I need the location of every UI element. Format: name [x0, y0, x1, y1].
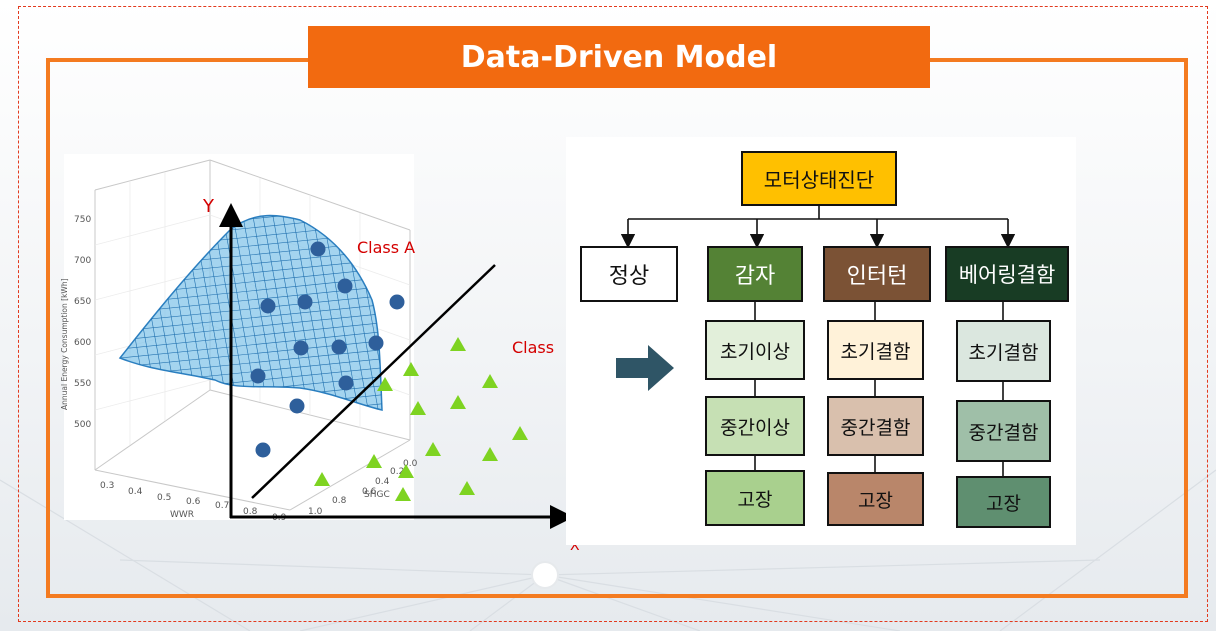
group-header-interturn: 인터턴 — [823, 246, 931, 302]
shgc-tick: 0.6 — [362, 487, 377, 497]
class-b-point — [410, 401, 426, 415]
wwr-tick: 0.4 — [128, 487, 143, 497]
class-a-point — [331, 339, 347, 355]
wwr-tick: 0.6 — [186, 497, 201, 507]
x-axis-letter: X — [570, 538, 580, 554]
class-b-point — [395, 487, 411, 501]
shgc-axis-label: SHGC — [364, 490, 390, 500]
shgc-tick: 0.4 — [375, 477, 390, 487]
class-b-point — [512, 426, 528, 440]
z-tick: 650 — [74, 297, 91, 307]
class-b-point — [403, 362, 419, 376]
z-axis-label: Annual Energy Consumption [kWh] — [60, 278, 69, 410]
class-a-point — [389, 294, 405, 310]
class-b-point — [425, 442, 441, 456]
bearing-item-fault: 고장 — [956, 476, 1051, 528]
class-b-point — [398, 464, 414, 478]
outer-dashed-border — [18, 6, 1208, 622]
group-header-gamja: 감자 — [707, 246, 803, 302]
gamja-item-mid: 중간이상 — [705, 396, 805, 456]
y-axis-letter: Y — [202, 196, 215, 217]
bearing-item-early: 초기결함 — [956, 320, 1051, 382]
class-b-point — [482, 447, 498, 461]
surface-mesh — [118, 214, 383, 411]
class-a-point — [250, 368, 266, 384]
class-b-point — [482, 374, 498, 388]
gamja-item-early: 초기이상 — [705, 320, 805, 380]
class-a-point — [368, 335, 384, 351]
tree-root: 모터상태진단 — [741, 151, 897, 206]
bearing-item-mid: 중간결함 — [956, 400, 1051, 462]
class-b-point — [377, 377, 393, 391]
interturn-item-early: 초기결함 — [827, 320, 924, 380]
right-arrow-icon — [616, 345, 674, 391]
class-a-point — [293, 340, 309, 356]
group-header-bearing: 베어링결함 — [945, 246, 1069, 302]
gamja-item-fault: 고장 — [705, 470, 805, 526]
shgc-tick: 1.0 — [308, 507, 323, 517]
wwr-tick: 0.7 — [215, 501, 229, 511]
class-a-point — [338, 375, 354, 391]
shgc-tick: 0.0 — [403, 459, 418, 469]
wwr-tick: 0.8 — [243, 507, 258, 517]
plot-box — [94, 159, 411, 511]
class-b-point — [450, 337, 466, 351]
class-b-point — [314, 472, 330, 486]
z-tick: 750 — [74, 215, 91, 225]
page-title: Data-Driven Model — [308, 26, 930, 88]
shgc-tick: 0.8 — [332, 496, 347, 506]
class-a-point — [310, 241, 326, 257]
tree-normal: 정상 — [580, 246, 678, 302]
class-a-label: Class A — [357, 238, 415, 257]
z-tick: 500 — [74, 420, 91, 430]
class-a-point — [297, 294, 313, 310]
wwr-tick: 0.5 — [157, 493, 171, 503]
class-a-points — [250, 241, 405, 458]
class-a-point — [260, 298, 276, 314]
class-b-point — [450, 395, 466, 409]
class-a-point — [337, 278, 353, 294]
decision-boundary — [251, 264, 496, 499]
shgc-tick: 0.2 — [390, 467, 404, 477]
wwr-axis-label: WWR — [170, 510, 194, 520]
interturn-item-mid: 중간결함 — [827, 396, 924, 456]
class-b-label: Class — [512, 338, 554, 357]
interturn-item-fault: 고장 — [827, 472, 924, 526]
z-tick: 600 — [74, 338, 91, 348]
z-tick: 700 — [74, 256, 91, 266]
class-a-point — [289, 398, 305, 414]
wwr-tick: 0.3 — [100, 481, 114, 491]
class-b-point — [366, 454, 382, 468]
class-b-points — [314, 337, 528, 501]
class-a-point — [255, 442, 271, 458]
class-b-point — [459, 481, 475, 495]
z-tick: 550 — [74, 379, 91, 389]
